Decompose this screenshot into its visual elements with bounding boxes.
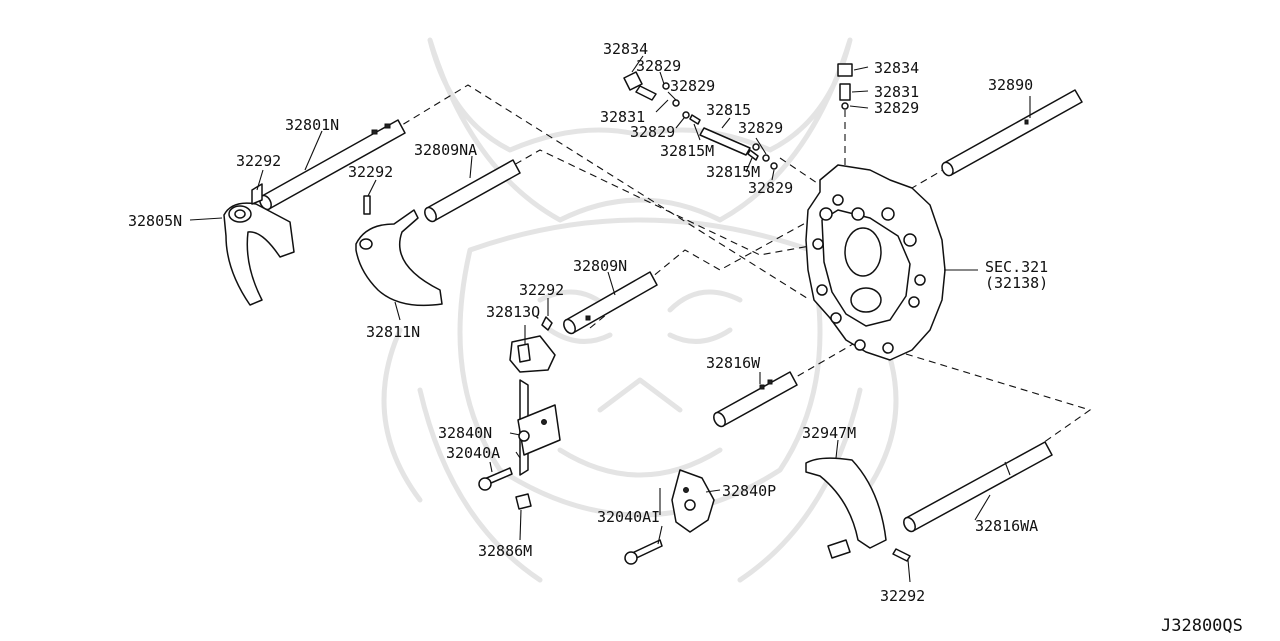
label-32816wa: 32816WA <box>975 517 1038 535</box>
label-32816w: 32816W <box>706 354 761 372</box>
label-32292: 32292 <box>348 163 393 181</box>
label-32829: 32829 <box>874 99 919 117</box>
label-32813q: 32813Q <box>486 303 540 321</box>
block-32886m <box>515 493 532 510</box>
leader-lines <box>189 55 1031 583</box>
shift-fork-32811n <box>355 195 443 307</box>
label-sec-321-ref: (32138) <box>985 274 1048 292</box>
shift-rod-32816wa <box>903 441 1053 533</box>
label-32834: 32834 <box>874 59 919 77</box>
label-32040ai: 32040AI <box>597 508 660 526</box>
label-32829: 32829 <box>636 57 681 75</box>
lever-32840p <box>671 469 715 533</box>
label-32829: 32829 <box>748 179 793 197</box>
label-32815: 32815 <box>706 101 751 119</box>
label-32292: 32292 <box>880 587 925 605</box>
part-number-labels: 32834 32829 32829 32831 32829 32815 3282… <box>128 40 1243 636</box>
transmission-case-sec321 <box>805 164 946 361</box>
label-32811n: 32811N <box>366 323 420 341</box>
label-32040a: 32040A <box>446 444 500 462</box>
bolt-32040ai <box>624 539 663 565</box>
lever-32840n <box>517 379 561 476</box>
label-32840n: 32840N <box>438 424 492 442</box>
label-32840p: 32840P <box>722 482 776 500</box>
label-32829: 32829 <box>630 123 675 141</box>
label-32809n: 32809N <box>573 257 627 275</box>
label-32805n: 32805N <box>128 212 182 230</box>
label-32947m: 32947M <box>802 424 856 442</box>
detent-plug-set-right <box>837 63 853 110</box>
diagram-id: J32800QS <box>1161 616 1243 636</box>
label-32834: 32834 <box>603 40 648 58</box>
label-32815m: 32815M <box>660 142 714 160</box>
pin-32292-lower <box>892 548 911 562</box>
shift-fork-32805n <box>223 183 295 306</box>
label-sec-321: SEC.321 <box>985 258 1048 276</box>
label-32829: 32829 <box>670 77 715 95</box>
bolt-32040a <box>478 467 513 491</box>
label-32886m: 32886M <box>478 542 532 560</box>
label-32809na: 32809NA <box>414 141 477 159</box>
label-32890: 32890 <box>988 76 1033 94</box>
label-32831: 32831 <box>874 83 919 101</box>
shift-rod-32809na <box>424 159 521 223</box>
rod-32815 <box>699 127 751 156</box>
shift-rod-32816w <box>713 371 798 428</box>
label-32829: 32829 <box>738 119 783 137</box>
label-32292: 32292 <box>519 281 564 299</box>
shift-rod-32890 <box>941 89 1083 177</box>
detent-plug-set-left <box>623 71 778 170</box>
label-32801n: 32801N <box>285 116 339 134</box>
label-32815m: 32815M <box>706 163 760 181</box>
shift-fork-32947m <box>805 457 887 559</box>
bracket-32813q <box>509 316 556 373</box>
label-32831: 32831 <box>600 108 645 126</box>
label-32292: 32292 <box>236 152 281 170</box>
shift-rod-32809n <box>563 271 658 335</box>
